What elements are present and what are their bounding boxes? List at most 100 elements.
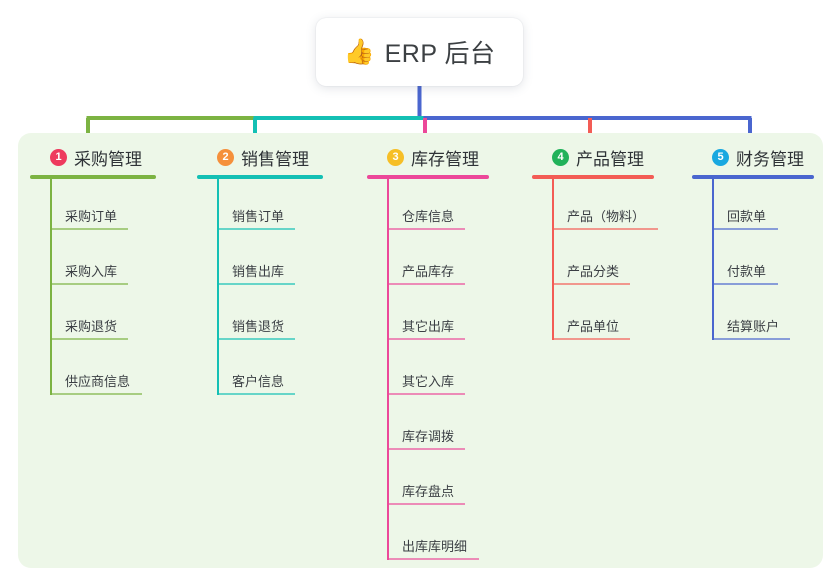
column-spine-3 [387,179,389,560]
column-badge-2: 2 [217,148,234,166]
list-item-label: 销售出库 [232,264,285,279]
list-item-label: 销售退货 [232,319,285,334]
list-item-label: 其它入库 [402,374,455,389]
column-header-5[interactable]: 5 财务管理 [712,145,814,169]
list-item-label: 产品分类 [567,264,620,279]
column-3: 3 库存管理仓库信息产品库存其它出库其它入库库存调拨库存盘点出库库明细 [367,145,489,564]
column-items-5: 回款单付款单结算账户 [692,179,814,344]
column-header-1[interactable]: 1 采购管理 [50,145,156,169]
list-item-label: 仓库信息 [402,209,455,224]
list-item-underline [217,338,295,340]
root-node[interactable]: 👍 ERP 后台 [316,18,523,86]
column-header-4[interactable]: 4 产品管理 [552,145,654,169]
column-underline-1 [30,175,156,179]
column-title-5: 财务管理 [736,149,804,169]
column-spine-2 [217,179,219,395]
list-item-label: 供应商信息 [65,374,131,389]
list-item[interactable]: 销售出库 [197,234,323,289]
list-item-label: 回款单 [727,209,767,224]
column-badge-3: 3 [387,148,404,166]
column-underline-2 [197,175,323,179]
list-item[interactable]: 产品单位 [532,289,654,344]
column-2: 2 销售管理销售订单销售出库销售退货客户信息 [197,145,323,399]
column-items-4: 产品（物料） 产品分类产品单位 [532,179,658,344]
column-badge-5: 5 [712,148,729,166]
list-item[interactable]: 采购入库 [30,234,156,289]
column-1: 1 采购管理采购订单采购入库采购退货供应商信息 [30,145,156,399]
list-item-label: 产品库存 [402,264,455,279]
list-item-underline [50,393,142,395]
list-item-label: 库存调拨 [402,429,455,444]
list-item[interactable]: 销售订单 [197,179,323,234]
list-item-underline [387,503,465,505]
list-item-underline [387,448,465,450]
list-item[interactable]: 库存盘点 [367,454,489,509]
column-5: 5 财务管理回款单付款单结算账户 [692,145,814,344]
list-item-label: 采购订单 [65,209,118,224]
list-item[interactable]: 采购订单 [30,179,156,234]
list-item-underline [217,393,295,395]
list-item-label: 产品（物料） [567,209,646,224]
list-item-label: 客户信息 [232,374,285,389]
list-item-underline [217,228,295,230]
list-item[interactable]: 销售退货 [197,289,323,344]
list-item-underline [712,283,778,285]
list-item[interactable]: 产品分类 [532,234,654,289]
list-item[interactable]: 采购退货 [30,289,156,344]
column-items-2: 销售订单销售出库销售退货客户信息 [197,179,323,399]
list-item[interactable]: 回款单 [692,179,814,234]
list-item-underline [387,393,465,395]
list-item-underline [552,228,658,230]
column-spine-5 [712,179,714,340]
list-item-label: 其它出库 [402,319,455,334]
column-underline-5 [692,175,814,179]
thumbs-up-icon: 👍 [343,37,375,66]
column-spine-1 [50,179,52,395]
column-title-2: 销售管理 [241,149,309,169]
list-item[interactable]: 付款单 [692,234,814,289]
list-item[interactable]: 出库库明细 [367,509,489,564]
list-item-underline [552,283,630,285]
list-item[interactable]: 仓库信息 [367,179,489,234]
column-items-3: 仓库信息产品库存其它出库其它入库库存调拨库存盘点出库库明细 [367,179,489,564]
list-item-label: 销售订单 [232,209,285,224]
list-item-label: 结算账户 [727,319,780,334]
list-item-label: 采购入库 [65,264,118,279]
list-item-underline [387,228,465,230]
list-item-underline [387,338,465,340]
column-badge-1: 1 [50,148,67,166]
list-item[interactable]: 供应商信息 [30,344,156,399]
column-4: 4 产品管理产品（物料） 产品分类产品单位 [532,145,658,344]
list-item-label: 库存盘点 [402,484,455,499]
list-item-label: 产品单位 [567,319,620,334]
column-badge-4: 4 [552,148,569,166]
column-title-4: 产品管理 [576,149,644,169]
column-header-2[interactable]: 2 销售管理 [217,145,323,169]
list-item[interactable]: 结算账户 [692,289,814,344]
root-title: ERP 后台 [384,40,496,68]
list-item-label: 付款单 [727,264,767,279]
list-item[interactable]: 产品库存 [367,234,489,289]
column-underline-4 [532,175,654,179]
list-item[interactable]: 库存调拨 [367,399,489,454]
column-title-1: 采购管理 [74,149,142,169]
column-title-3: 库存管理 [411,149,479,169]
list-item-underline [50,338,128,340]
list-item-underline [712,228,778,230]
column-underline-3 [367,175,489,179]
list-item-underline [387,558,479,560]
list-item-underline [387,283,465,285]
content-panel [18,133,823,568]
column-header-3[interactable]: 3 库存管理 [387,145,489,169]
list-item[interactable]: 其它入库 [367,344,489,399]
list-item-underline [712,338,790,340]
list-item-underline [217,283,295,285]
list-item[interactable]: 客户信息 [197,344,323,399]
list-item-label: 采购退货 [65,319,118,334]
list-item[interactable]: 产品（物料） [532,179,658,234]
list-item-label: 出库库明细 [402,539,468,554]
list-item[interactable]: 其它出库 [367,289,489,344]
list-item-underline [50,283,128,285]
column-items-1: 采购订单采购入库采购退货供应商信息 [30,179,156,399]
